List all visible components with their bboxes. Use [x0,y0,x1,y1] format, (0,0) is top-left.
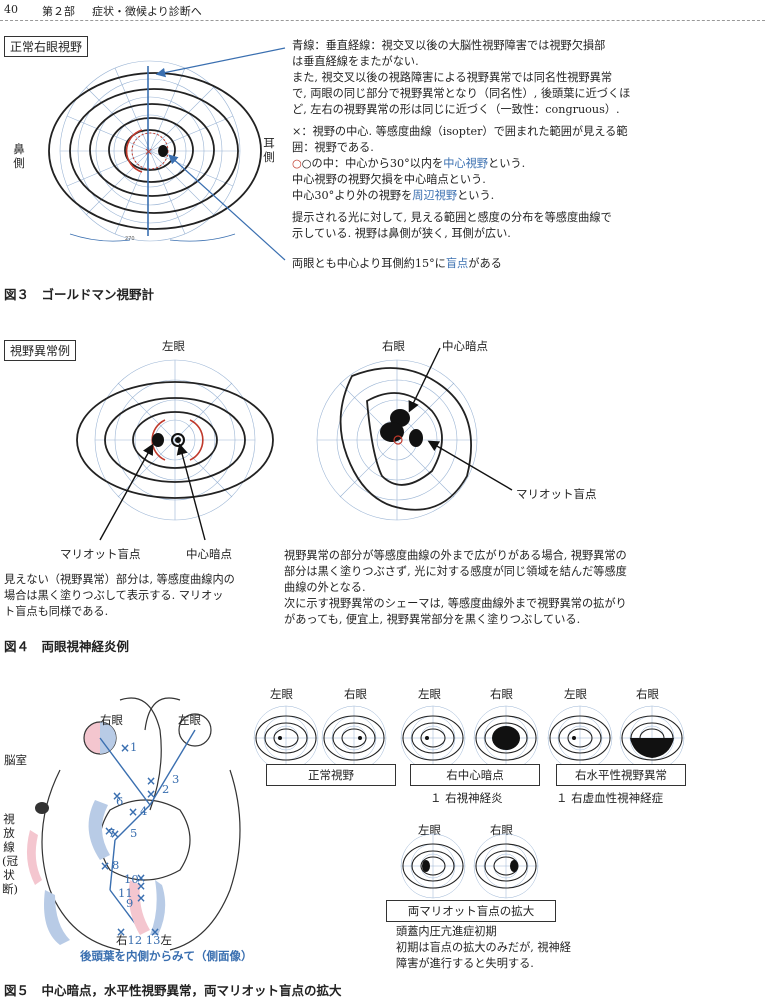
part-label: 第２部 [42,5,75,18]
goldmann-chart-right-eye [316,359,478,521]
chapter-title: 症状・徴候より診断へ [92,5,202,18]
fig4-arrows [99,347,513,541]
svg-text:×: × [136,879,146,893]
central-field-line: ○○の中：中心から30°以内を中心視野という. [292,157,526,170]
svg-text:×: × [146,787,156,801]
x-line-2: 囲：視野である. [292,141,374,154]
fig3-label: 正常右眼視野 [4,36,89,57]
pair1-right: 右眼 [344,687,367,701]
pathway-right-eye: 右眼 [100,713,123,727]
site-number: 10 [124,872,139,886]
svg-text:×: × [112,789,122,803]
site-number: 6 [116,794,124,808]
svg-text:×: × [146,774,156,788]
peripheral-line: 中心30°より外の視野を周辺視野という. [292,189,495,202]
central-field-term: 中心視野 [443,157,488,170]
site-number: 8 [112,858,120,872]
fig4-label: 視野異常例 [4,340,77,361]
fig3-line: 青線：垂直経線：視交叉以後の大脳性視野障害では視野欠損部 [292,39,606,52]
mariotte-label-right: マリオット盲点 [516,487,597,501]
temporal-side-label: 耳側 [263,136,275,164]
page-number: 40 [4,3,18,16]
small-field-charts [253,705,685,899]
pair1-left: 左眼 [270,687,293,701]
x-line-1: ×：視野の中心. 等感度曲線（isopter）で囲まれた範囲が見える範 [292,125,628,138]
svg-text:270: 270 [125,236,135,242]
mariotte-label-left: マリオット盲点 [60,547,141,561]
fig3-line: は垂直経線をまたがない. [292,55,419,68]
blind-spot-line: 両眼とも中心より耳側約15°に盲点がある [292,257,502,270]
optic-radiation-label: 視放線(冠状断) [2,812,18,896]
fig3-arrows [155,47,286,261]
site-number: 3 [172,772,180,786]
site-number: 11 [118,886,133,900]
pair4-right: 右眼 [490,823,513,837]
central-scotoma-label-right: 中心暗点 [442,339,488,353]
fig4-right-text: 視野異常の部分が等感度曲線の外まで広がりがある場合, 視野異常の 部分は黒く塗り… [284,549,627,626]
svg-text:×: × [110,827,120,841]
fig3-line: ど, 左右の視野異常の形は同じに近づく（一致性：congruous）. [292,103,620,116]
fig3-description: 青線：垂直経線：視交叉以後の大脳性視野障害では視野欠損部 は垂直経線をまたがない… [292,38,762,118]
ventricle-label: 脳室 [4,753,27,767]
central-scotoma-label-left: 中心暗点 [186,547,232,561]
fig3-caption: 図３ ゴールドマン視野計 [4,287,155,302]
pair2-left: 左眼 [418,687,441,701]
horizontal-defect-box: 右水平性視野異常 [556,764,686,786]
fig3-center-description: ×：視野の中心. 等感度曲線（isopter）で囲まれた範囲が見える範 囲：視野… [292,124,762,204]
circle-symbol: ○ [292,157,302,170]
fig4-left-text: 見えない（視野異常）部分は, 等感度曲線内の 場合は黒く塗りつぶして表示する. … [4,573,235,618]
fig4-left-eye-label: 左眼 [162,339,185,353]
site-number: 1 [130,740,138,754]
pair3-right: 右眼 [636,687,659,701]
svg-text:×: × [136,871,146,885]
isopter-line-2: 示している. 視野は鼻側が狭く, 耳側が広い. [292,227,511,240]
svg-text:×: × [144,145,153,158]
pathway-left-eye: 左眼 [178,713,201,727]
svg-text:×: × [136,891,146,905]
mariotte-notes: 頭蓋内圧亢進症初期 初期は盲点の拡大のみだが, 視神経 障害が進行すると失明する… [396,925,571,970]
site-number: 9 [126,896,134,910]
goldmann-chart-left-eye [76,359,274,521]
mariotte-enlarged-box: 両マリオット盲点の拡大 [386,900,556,922]
occipital-caption: 後頭葉を内側からみて（側面像） [80,949,253,963]
svg-text:×: × [104,824,114,838]
pair3-left: 左眼 [564,687,587,701]
site-number: 4 [140,804,148,818]
central-scotoma-box: 右中心暗点 [410,764,540,786]
svg-text:×: × [100,859,110,873]
pair2-right: 右眼 [490,687,513,701]
central-scotoma-note: １ 右視神経炎 [430,791,503,805]
normal-field-box: 正常視野 [266,764,396,786]
svg-text:×: × [150,925,160,939]
fig4-caption: 図４ 両眼視神経炎例 [4,639,130,654]
svg-text:×: × [128,805,138,819]
site-number: 5 [130,826,138,840]
fig5-caption: 図５ 中心暗点，水平性視野異常，両マリオット盲点の拡大 [4,983,342,998]
fig4-right-eye-label: 右眼 [382,339,405,353]
site-number: 2 [162,782,170,796]
svg-text:×: × [116,925,126,939]
nasal-side-label: 鼻側 [13,142,25,170]
fig3-line: また, 視交叉以後の視路障害による視野異常では同名性視野異常 [292,71,613,84]
isopter-description: 提示される光に対して, 見える範囲と感度の分布を等感度曲線で 示している. 視野… [292,210,762,242]
bottom-right-label: 右12 13左 [116,933,172,947]
scotoma-line: 中心視野の視野欠損を中心暗点という. [292,173,486,186]
svg-text:×: × [120,741,130,755]
visual-pathway-diagram: ××× ××× ××× ××× × [26,697,241,951]
blind-spot-term: 盲点 [445,257,469,270]
peripheral-field-term: 周辺視野 [412,189,458,202]
horizontal-defect-note: １ 右虚血性視神経症 [556,791,664,805]
goldmann-chart-normal: × 270 [48,60,262,242]
page-header: 40 第２部 症状・徴候より診断へ [0,0,765,21]
isopter-line-1: 提示される光に対して, 見える範囲と感度の分布を等感度曲線で [292,211,612,224]
fig3-line: で, 両眼の同じ部分で視野異常となり（同名性）, 後頭葉に近づくほ [292,87,631,100]
site-number: 7 [108,826,116,840]
pair4-left: 左眼 [418,823,441,837]
